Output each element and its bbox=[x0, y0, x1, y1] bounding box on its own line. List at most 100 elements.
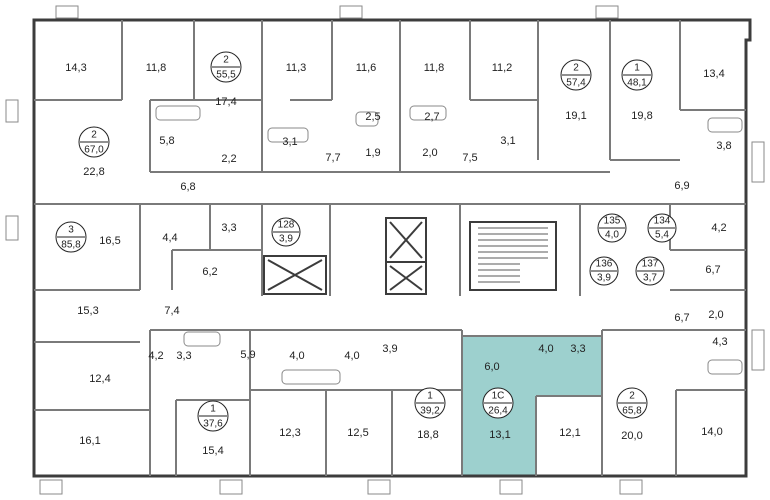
room-area: 11,6 bbox=[356, 62, 377, 74]
apt-badge-2-67[interactable]: 2 67,0 bbox=[78, 126, 110, 158]
storage-badge-134[interactable]: 134 5,4 bbox=[647, 213, 677, 243]
apt-rooms: 2 bbox=[223, 55, 229, 66]
apt-1c-highlight[interactable] bbox=[462, 336, 602, 476]
room-area: 4,4 bbox=[162, 232, 177, 244]
room-area: 3,9 bbox=[382, 343, 397, 355]
apt-rooms: 1 bbox=[210, 404, 216, 415]
apt-area: 55,5 bbox=[216, 70, 236, 81]
apt-area: 67,0 bbox=[84, 145, 104, 156]
storage-area: 5,4 bbox=[655, 230, 669, 241]
room-area: 7,5 bbox=[462, 152, 477, 164]
room-area: 6,8 bbox=[180, 181, 195, 193]
room-area: 2,0 bbox=[708, 309, 723, 321]
apt-area: 65,8 bbox=[622, 406, 642, 417]
room-area: 15,3 bbox=[77, 305, 98, 317]
room-area: 4,0 bbox=[538, 343, 553, 355]
room-area: 11,8 bbox=[424, 62, 445, 74]
room-area: 11,8 bbox=[146, 62, 167, 74]
apt-area: 37,6 bbox=[203, 419, 223, 430]
stair-treads bbox=[478, 227, 548, 283]
room-area: 4,3 bbox=[712, 336, 727, 348]
apt-rooms: 1 bbox=[634, 63, 640, 74]
room-area: 14,0 bbox=[701, 426, 722, 438]
storage-badge-135[interactable]: 135 4,0 bbox=[597, 213, 627, 243]
room-area: 4,2 bbox=[711, 222, 726, 234]
apt-badge-2-57[interactable]: 2 57,4 bbox=[560, 59, 592, 91]
room-area: 12,5 bbox=[347, 427, 368, 439]
room-area: 19,1 bbox=[565, 110, 586, 122]
room-area: 16,5 bbox=[99, 235, 120, 247]
storage-badge-128[interactable]: 128 3,9 bbox=[271, 217, 301, 247]
storage-number: 135 bbox=[604, 216, 621, 227]
interior-walls bbox=[34, 20, 746, 476]
room-area: 2,7 bbox=[424, 111, 439, 123]
apt-area: 26,4 bbox=[488, 406, 508, 417]
room-area: 4,0 bbox=[344, 350, 359, 362]
room-area: 18,8 bbox=[417, 429, 438, 441]
room-area: 2,5 bbox=[365, 111, 380, 123]
room-area: 1,9 bbox=[365, 147, 380, 159]
storage-badge-137[interactable]: 137 3,7 bbox=[635, 256, 665, 286]
room-area: 7,4 bbox=[164, 305, 179, 317]
storage-area: 3,7 bbox=[643, 273, 657, 284]
room-area: 11,3 bbox=[286, 62, 307, 74]
apt-rooms: 1С bbox=[492, 391, 505, 402]
outer-walls bbox=[32, 18, 752, 478]
storage-badge-136[interactable]: 136 3,9 bbox=[589, 256, 619, 286]
room-area: 5,8 bbox=[159, 135, 174, 147]
room-area: 16,1 bbox=[79, 435, 100, 447]
apt-rooms: 3 bbox=[68, 225, 74, 236]
room-area: 7,7 bbox=[325, 152, 340, 164]
storage-number: 134 bbox=[654, 216, 671, 227]
apt-rooms: 2 bbox=[91, 130, 97, 141]
room-area: 3,3 bbox=[176, 350, 191, 362]
room-area: 11,2 bbox=[492, 62, 513, 74]
room-area: 3,1 bbox=[500, 135, 515, 147]
stairwell bbox=[469, 221, 557, 291]
bath-fixtures bbox=[155, 105, 743, 385]
building-core bbox=[263, 217, 557, 295]
room-area: 22,8 bbox=[83, 166, 104, 178]
room-area: 15,4 bbox=[202, 445, 223, 457]
room-area: 4,2 bbox=[148, 350, 163, 362]
room-area: 2,0 bbox=[422, 147, 437, 159]
apt-badge-1-39[interactable]: 1 39,2 bbox=[414, 387, 446, 419]
room-area: 6,0 bbox=[484, 361, 499, 373]
storage-number: 137 bbox=[642, 259, 659, 270]
apt-rooms: 1 bbox=[427, 391, 433, 402]
storage-area: 3,9 bbox=[597, 273, 611, 284]
room-area: 12,3 bbox=[279, 427, 300, 439]
apt-badge-2-65[interactable]: 2 65,8 bbox=[616, 387, 648, 419]
room-area: 13,1 bbox=[489, 429, 510, 441]
elevator-shaft-left bbox=[263, 255, 327, 295]
room-area: 19,8 bbox=[631, 110, 652, 122]
room-area: 14,3 bbox=[65, 62, 86, 74]
room-area: 6,7 bbox=[674, 312, 689, 324]
room-area: 3,8 bbox=[716, 140, 731, 152]
apt-rooms: 2 bbox=[573, 63, 579, 74]
room-area: 3,1 bbox=[282, 136, 297, 148]
apt-badge-1-48[interactable]: 1 48,1 bbox=[621, 59, 653, 91]
room-area: 2,2 bbox=[221, 153, 236, 165]
apt-badge-2-55[interactable]: 2 55,5 bbox=[210, 51, 242, 83]
room-area-labels: 14,3 11,8 17,4 11,3 11,6 11,8 11,2 19,1 … bbox=[65, 62, 731, 457]
room-area: 12,4 bbox=[89, 373, 110, 385]
room-area: 13,4 bbox=[703, 68, 724, 80]
room-area: 6,2 bbox=[202, 266, 217, 278]
elevator-shaft-2 bbox=[385, 261, 427, 295]
room-area: 6,7 bbox=[705, 264, 720, 276]
room-area: 3,3 bbox=[221, 222, 236, 234]
storage-number: 128 bbox=[278, 220, 295, 231]
apt-area: 48,1 bbox=[627, 78, 647, 89]
apt-area: 39,2 bbox=[420, 406, 440, 417]
apt-badge-3-85[interactable]: 3 85,8 bbox=[55, 221, 87, 253]
room-area: 6,9 bbox=[674, 180, 689, 192]
storage-area: 3,9 bbox=[279, 234, 293, 245]
room-area: 12,1 bbox=[559, 427, 580, 439]
room-area: 4,0 bbox=[289, 350, 304, 362]
apt-badge-1c-26[interactable]: 1С 26,4 bbox=[482, 387, 514, 419]
apt-1c-fill-top bbox=[462, 336, 602, 396]
room-area: 5,9 bbox=[240, 349, 255, 361]
apt-badge-1-37[interactable]: 1 37,6 bbox=[197, 400, 229, 432]
